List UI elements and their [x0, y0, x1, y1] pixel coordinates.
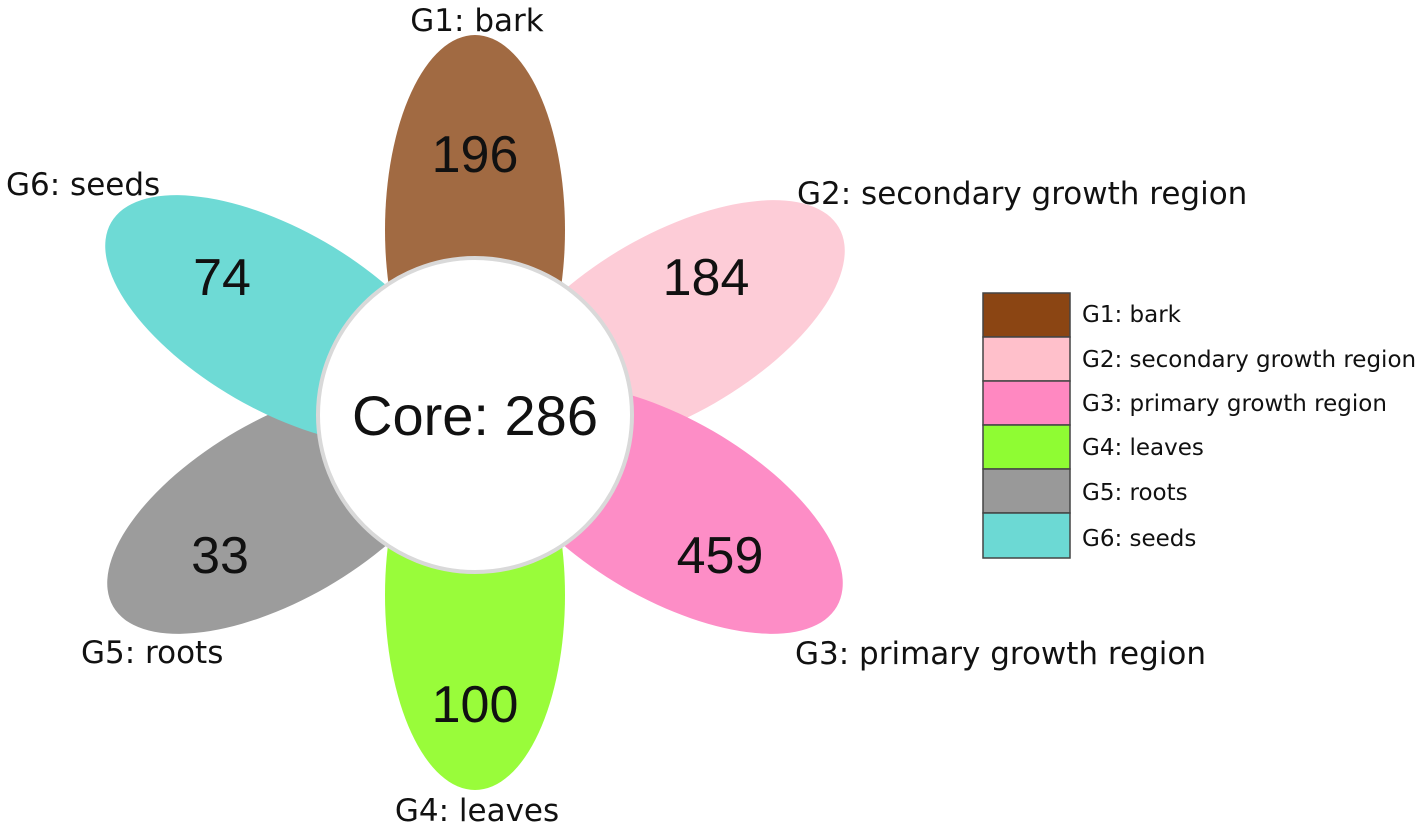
- count-g3: 459: [677, 527, 764, 585]
- legend-label-g2: G2: secondary growth region: [1082, 347, 1416, 373]
- legend-label-g4: G4: leaves: [1082, 435, 1204, 461]
- legend-label-g6: G6: seeds: [1082, 526, 1196, 552]
- petal-counts: 196 184 459 100 33 74: [191, 126, 763, 734]
- legend-swatch-g5: [982, 468, 1071, 514]
- legend: G1: bark G2: secondary growth region G3:…: [982, 292, 1416, 559]
- label-g2: G2: secondary growth region: [797, 176, 1247, 212]
- petal-labels: G1: bark G2: secondary growth region G3:…: [6, 3, 1247, 829]
- legend-swatch-g2: [982, 336, 1071, 382]
- legend-swatch-g3: [982, 380, 1071, 426]
- core-label: Core: 286: [352, 384, 598, 447]
- legend-swatch-g6: [982, 512, 1071, 559]
- count-g2: 184: [663, 249, 750, 307]
- legend-swatch-g1: [982, 292, 1071, 338]
- label-g1: G1: bark: [410, 3, 543, 39]
- label-g6: G6: seeds: [6, 167, 160, 203]
- count-g4: 100: [432, 676, 519, 734]
- label-g4: G4: leaves: [395, 793, 559, 829]
- count-g5: 33: [191, 527, 249, 585]
- legend-label-g1: G1: bark: [1082, 302, 1182, 328]
- label-g5: G5: roots: [81, 635, 223, 671]
- label-g3: G3: primary growth region: [795, 636, 1206, 672]
- count-g6: 74: [193, 249, 251, 307]
- legend-label-g5: G5: roots: [1082, 480, 1188, 506]
- core-circle: [316, 256, 634, 574]
- legend-label-g3: G3: primary growth region: [1082, 391, 1387, 417]
- legend-swatch-g4: [982, 424, 1071, 470]
- count-g1: 196: [432, 126, 519, 184]
